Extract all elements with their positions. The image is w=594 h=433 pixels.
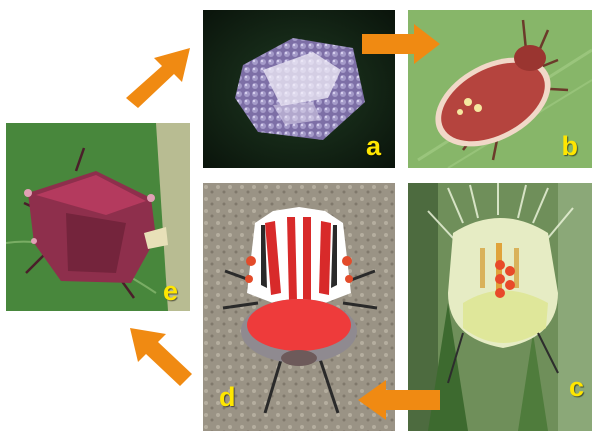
arrow-c-to-d bbox=[358, 380, 440, 420]
nymph-abdomen bbox=[247, 299, 351, 351]
stage-label-d: d bbox=[219, 384, 236, 411]
arrow-e-to-a bbox=[124, 46, 192, 108]
stage-e-adult-bug-photo: e bbox=[6, 123, 190, 311]
stage-label-e: e bbox=[163, 278, 178, 305]
stage-label-b: b bbox=[562, 133, 579, 160]
arrow-a-to-b bbox=[362, 24, 440, 64]
arrow-up-left-icon bbox=[128, 326, 194, 388]
arrow-up-right-icon bbox=[124, 46, 192, 108]
stage-label-c: c bbox=[569, 374, 584, 401]
arrow-d-to-e bbox=[128, 326, 194, 388]
stage-label-a: a bbox=[366, 133, 381, 160]
arrow-right-icon bbox=[362, 24, 440, 64]
arrow-left-icon bbox=[358, 380, 440, 420]
